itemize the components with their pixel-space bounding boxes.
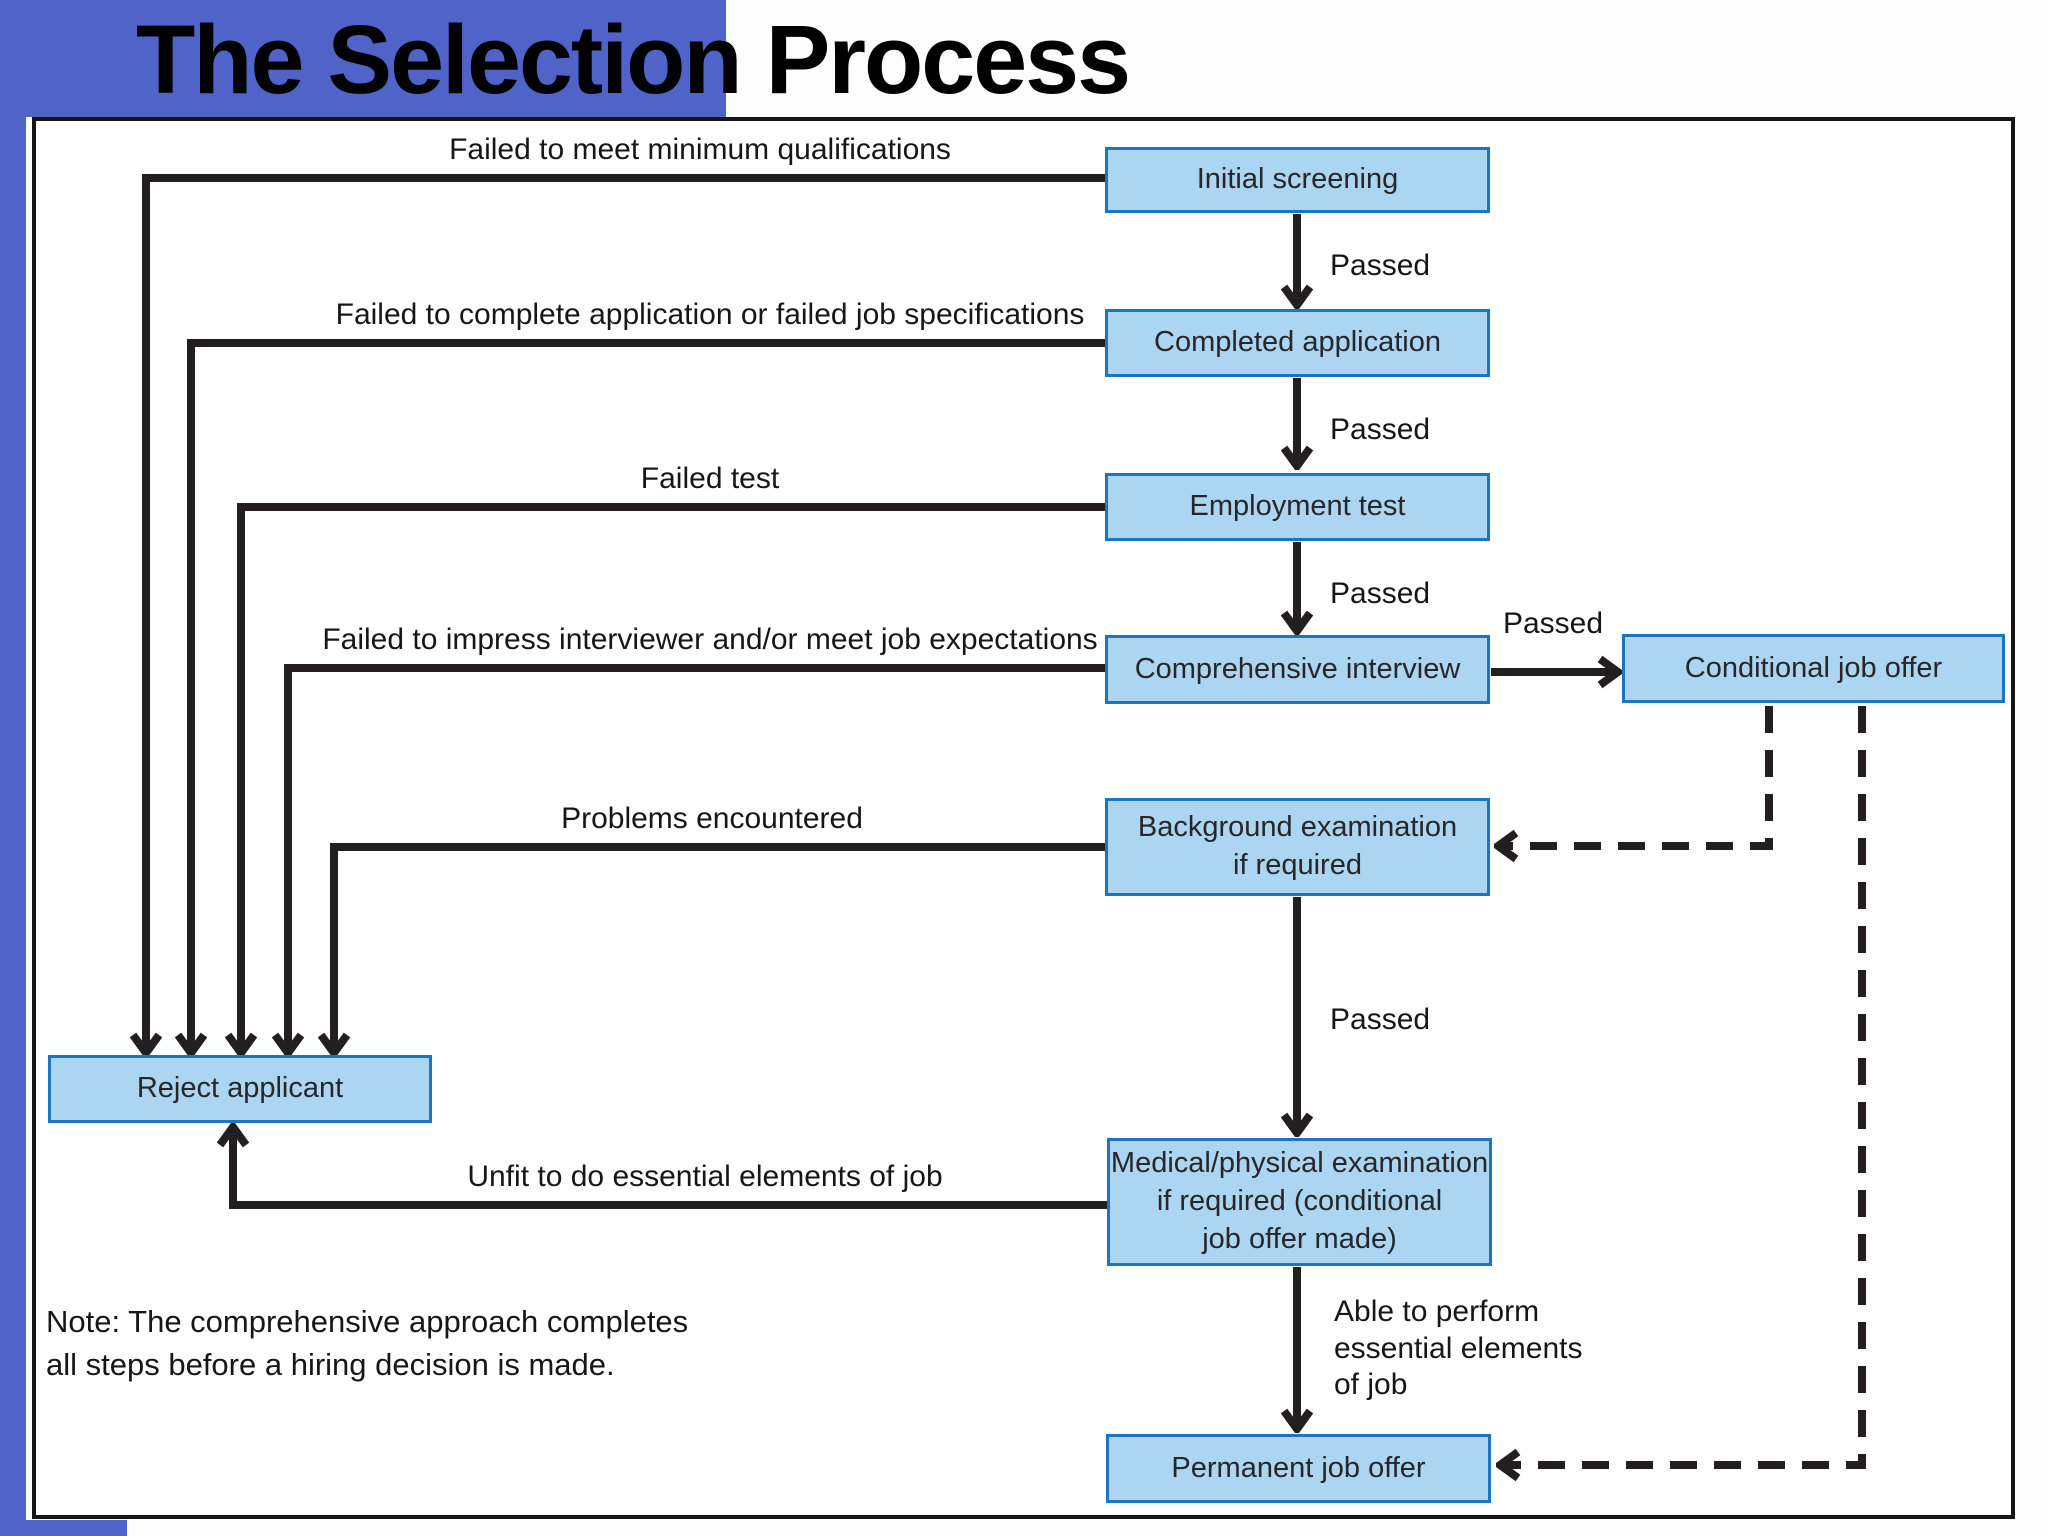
edge-fail-background [334, 843, 1106, 1053]
diagram-frame [32, 117, 2015, 1519]
label-passed-initial: Passed [1330, 249, 1431, 282]
node-reject-applicant: Reject applicant [48, 1055, 432, 1123]
slide-note: Note: The comprehensive approach complet… [46, 1304, 689, 1383]
left-accent-stripe [0, 0, 26, 1536]
label-fail-medical: Unfit to do essential elements of job [467, 1160, 943, 1193]
edge-conditional-to-permanent [1500, 706, 1866, 1465]
edge-fail-initial [146, 174, 1106, 1053]
page-title: The Selection Process [136, 5, 1131, 114]
edge-conditional-to-background [1498, 706, 1773, 846]
edge-fail-application [191, 339, 1106, 1053]
label-fail-test: Failed test [640, 462, 780, 495]
bottom-accent-bar [0, 1520, 127, 1536]
node-background-examination: Background examination if required [1105, 798, 1490, 896]
node-conditional-job-offer: Conditional job offer [1622, 634, 2005, 703]
edge-fail-interview [288, 664, 1106, 1053]
label-passed-interview: Passed [1502, 607, 1604, 640]
node-employment-test: Employment test [1105, 473, 1490, 541]
node-permanent-job-offer: Permanent job offer [1106, 1434, 1491, 1503]
title-accent-block [0, 0, 726, 117]
edge-fail-test [241, 503, 1106, 1053]
node-initial-screening: Initial screening [1105, 147, 1490, 213]
label-fail-initial: Failed to meet minimum qualifications [449, 133, 951, 166]
label-fail-application: Failed to complete application or failed… [335, 298, 1085, 331]
label-fail-interview: Failed to impress interviewer and/or mee… [322, 623, 1098, 656]
label-fail-background: Problems encountered [561, 802, 863, 835]
node-completed-application: Completed application [1105, 309, 1490, 377]
node-medical-examination: Medical/physical examination if required… [1107, 1138, 1492, 1266]
node-comprehensive-interview: Comprehensive interview [1105, 635, 1490, 704]
label-passed-test: Passed [1330, 577, 1431, 610]
label-passed-background: Passed [1330, 1003, 1431, 1036]
label-able-to-perform: Able to perform essential elements of jo… [1334, 1295, 1583, 1402]
label-passed-application: Passed [1330, 413, 1431, 446]
edge-fail-medical [233, 1127, 1107, 1209]
